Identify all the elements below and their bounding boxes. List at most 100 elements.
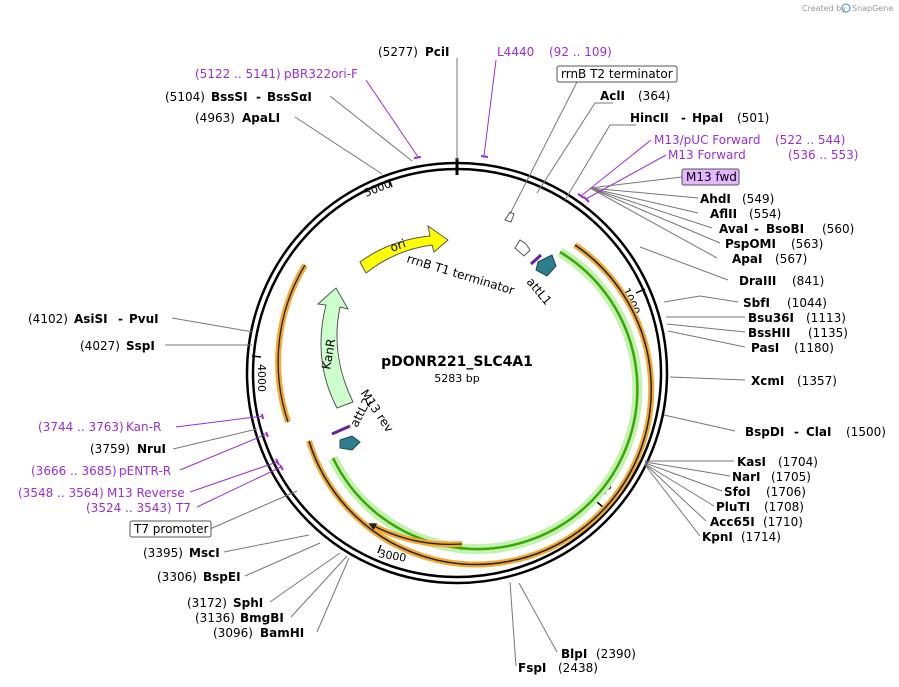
plasmid-name: pDONR221_SLC4A1 <box>381 354 533 370</box>
m13fwd-leader <box>589 176 683 189</box>
rrnb-t1-label: rrnB T1 terminator <box>405 251 516 297</box>
rrnb-t2-box <box>556 65 678 83</box>
bmgbi-name: BmgBI <box>240 611 284 625</box>
pspomi-pos: (563) <box>791 237 823 251</box>
plasmid-size: 5283 bp <box>434 372 479 385</box>
attl2-mark <box>331 424 351 436</box>
enzyme-leader-lines <box>165 58 746 667</box>
sspi-pos: (4027) <box>80 339 120 353</box>
sphi-pos: (3172) <box>187 596 227 610</box>
acc65i-name: Acc65I <box>710 515 755 529</box>
nari-pos: (1705) <box>771 470 811 484</box>
bsu36i-name: Bsu36I <box>748 311 794 325</box>
attl1-feature-arrow <box>535 254 557 277</box>
aflii-pos: (554) <box>749 207 781 221</box>
msci-pos: (3395) <box>143 546 183 560</box>
bsssi-name: BssSI <box>211 90 248 104</box>
aflii-name: AflII <box>710 207 737 221</box>
xcmi-pos: (1357) <box>797 374 837 388</box>
apali-pos: (4963) <box>195 111 235 125</box>
pcii-name: PciI <box>425 45 450 59</box>
t7-primer-name: T7 <box>175 501 191 515</box>
apai-pos: (567) <box>775 252 807 266</box>
kanr-primer-range: (3744 .. 3763) <box>38 420 124 434</box>
credit-brand: SnapGene <box>852 4 893 13</box>
bamhi-name: BamHI <box>260 626 304 640</box>
tick-label-5000: 5000 <box>362 177 393 200</box>
t7-promoter-label: T7 promoter <box>133 522 209 536</box>
asisi-sep: - <box>118 312 123 326</box>
hincii-name: HincII <box>630 111 669 125</box>
tick-label-4000: 4000 <box>255 364 268 392</box>
t7-promoter-box <box>129 520 212 538</box>
msci-name: MscI <box>189 546 220 560</box>
bspei-pos: (3306) <box>157 570 197 584</box>
kpni-name: KpnI <box>702 530 733 544</box>
blpi-pos: (2390) <box>596 647 636 661</box>
apali-name: ApaLI <box>242 111 280 125</box>
insert-lower-arc-line <box>368 523 463 546</box>
pluti-pos: (1708) <box>764 500 804 514</box>
pvui-name: PvuI <box>129 312 159 326</box>
sfoi-name: SfoI <box>724 485 751 499</box>
blpi-name: BlpI <box>561 647 587 661</box>
ahdi-pos: (549) <box>742 192 774 206</box>
bsu36i-pos: (1113) <box>806 311 846 325</box>
ori-label: ori <box>388 236 407 254</box>
clai-name: ClaI <box>806 425 831 439</box>
m13-fwd-box-label: M13 fwd <box>686 170 737 184</box>
insert-outer-arc-line <box>308 244 652 566</box>
bsssi-pos: (5104) <box>165 90 205 104</box>
avai-pos: (560) <box>822 222 854 236</box>
sfoi-pos: (1706) <box>766 485 806 499</box>
draiii-name: DraIII <box>739 274 776 288</box>
avai-name: AvaI <box>719 222 748 236</box>
m13rev-primer-name: M13 Reverse <box>107 486 185 500</box>
pentr-primer-name: pENTR-R <box>119 464 171 478</box>
primer-marks <box>261 155 590 471</box>
acc65i-pos: (1710) <box>763 515 803 529</box>
nari-name: NarI <box>732 470 761 484</box>
kasi-name: KasI <box>737 455 766 469</box>
nrui-pos: (3759) <box>90 442 130 456</box>
asisi-pos: (4102) <box>28 312 68 326</box>
hincii-pos: (501) <box>737 111 769 125</box>
snapgene-logo-icon <box>841 3 851 13</box>
attl1-mark <box>529 253 543 266</box>
attl2-feature-arrow <box>339 435 361 451</box>
ori-feature-arrow <box>359 224 449 274</box>
bamhi-pos: (3096) <box>213 626 253 640</box>
bspei-name: BspEI <box>203 570 241 584</box>
t7-promoter-leader <box>209 490 298 530</box>
kasi-pos: (1704) <box>778 455 818 469</box>
left-orange-arc-line <box>277 264 306 423</box>
l4440-primer-name: L4440 <box>497 45 534 59</box>
acli-name: AclI <box>600 89 625 103</box>
kanr-feature-arrow <box>316 287 354 409</box>
kanr-label: KanR <box>319 338 338 371</box>
kanr-primer-name: Kan-R <box>126 420 161 434</box>
primer-leader-lines <box>175 59 667 508</box>
pasi-name: PasI <box>751 341 779 355</box>
m13fwd-primer-range: (536 .. 553) <box>788 148 858 162</box>
m13-fwd-box <box>681 168 740 186</box>
sbfi-name: SbfI <box>743 296 770 310</box>
sspi-name: SspI <box>126 339 155 353</box>
xcmi-name: XcmI <box>751 374 784 388</box>
bsobi-name: BsoBI <box>766 222 804 236</box>
rrnb-t1-arrow <box>514 239 531 257</box>
bspdi-name: BspDI <box>745 425 784 439</box>
pasi-pos: (1180) <box>794 341 834 355</box>
asisi-name: AsiSI <box>74 312 108 326</box>
bmgbi-pos: (3136) <box>195 611 235 625</box>
bsssai-name: BssSαI <box>267 90 312 104</box>
avai-sep: - <box>754 222 759 236</box>
nrui-name: NruI <box>137 442 166 456</box>
pspomi-name: PspOMI <box>725 237 776 251</box>
pcii-pos: (5277) <box>378 45 418 59</box>
bsssi-sep: - <box>256 90 261 104</box>
rrnb-t2-arrow <box>504 211 515 223</box>
attl1-label: attL1 <box>524 275 555 308</box>
pbr-primer-name: pBR322ori-F <box>284 67 358 81</box>
insert-green-arc <box>331 250 639 551</box>
